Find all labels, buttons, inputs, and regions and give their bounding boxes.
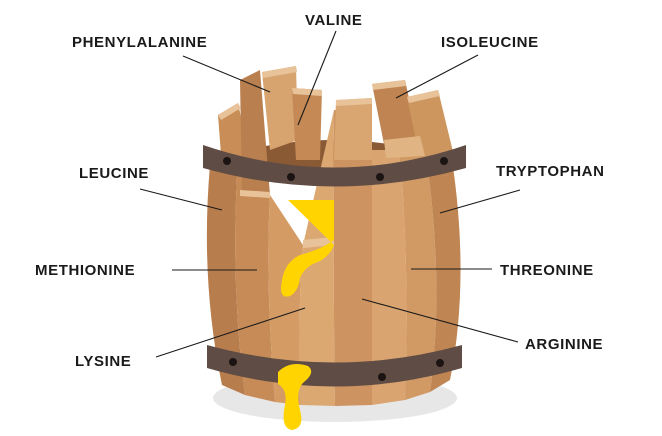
label-arginine: ARGININE — [525, 336, 603, 353]
label-leucine: LEUCINE — [79, 165, 149, 182]
label-methionine: METHIONINE — [35, 262, 135, 279]
stave-top-4 — [292, 88, 322, 160]
label-threonine: THREONINE — [500, 262, 594, 279]
label-tryptophan: TRYPTOPHAN — [496, 163, 605, 180]
stave-top-3 — [262, 66, 298, 150]
stave-top-5 — [334, 98, 372, 160]
label-lysine: LYSINE — [75, 353, 131, 370]
label-phenylalanine: PHENYLALANINE — [72, 34, 207, 51]
label-isoleucine: ISOLEUCINE — [441, 34, 539, 51]
label-valine: VALINE — [305, 12, 363, 29]
